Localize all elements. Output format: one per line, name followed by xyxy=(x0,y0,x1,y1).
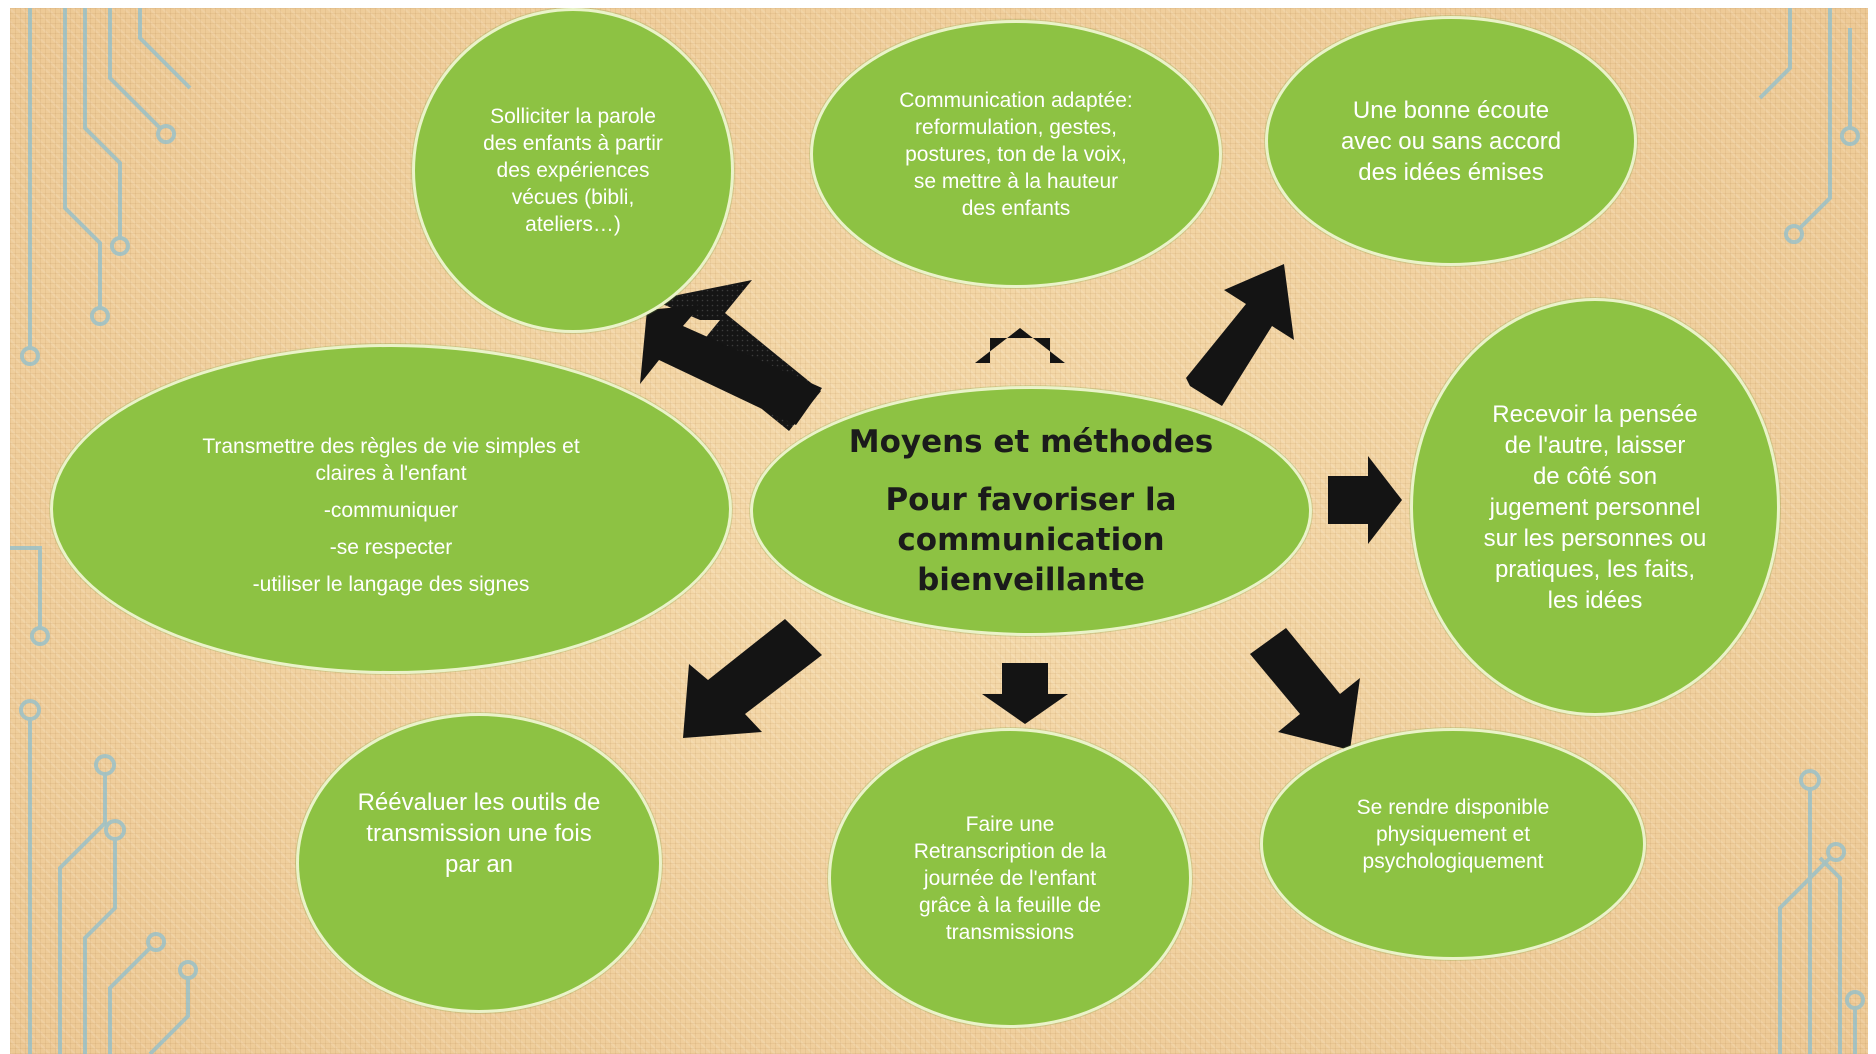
node-top-left-line: des enfants à partir xyxy=(483,132,663,155)
node-bottom-center-line: Faire une xyxy=(965,812,1055,836)
arrow-up-icon xyxy=(975,328,1065,363)
node-top-center-line: reformulation, gestes, xyxy=(915,115,1117,139)
central-subtitle-line: Pour favoriser la xyxy=(885,482,1177,518)
node-top-right-line: Une bonne écoute xyxy=(1352,96,1550,124)
node-top-center-line: postures, ton de la voix, xyxy=(905,142,1127,166)
node-bottom-right-line: Se rendre disponible xyxy=(1356,795,1550,819)
node-bottom-center: Faire une Retranscription de la journée … xyxy=(828,728,1192,1028)
node-top-center-line: des enfants xyxy=(961,196,1071,220)
arrow-down-left-icon xyxy=(683,619,822,738)
node-left: Transmettre des règles de vie simples et… xyxy=(50,344,732,674)
central-node: Moyens et méthodes Pour favoriser la com… xyxy=(750,386,1312,636)
arrow-right-icon xyxy=(1328,456,1402,544)
node-right: Recevoir la pensée de l'autre, laisser d… xyxy=(1410,298,1780,716)
node-top-center: Communication adaptée: reformulation, ge… xyxy=(810,20,1222,288)
node-left-line: Transmettre des règles de vie simples et xyxy=(202,435,580,458)
node-right-line: jugement personnel xyxy=(1489,493,1701,521)
node-bottom-center-line: grâce à la feuille de xyxy=(918,893,1102,917)
arrows-layer xyxy=(640,264,1402,750)
node-left-line: -se respecter xyxy=(329,536,453,559)
node-bottom-left: Réévaluer les outils de transmission une… xyxy=(296,713,662,1013)
node-right-line: sur les personnes ou xyxy=(1483,524,1707,552)
node-top-center-line: se mettre à la hauteur xyxy=(913,169,1119,193)
circuit-decoration xyxy=(10,8,1865,1054)
slide-canvas: Solliciter la parole des enfants à parti… xyxy=(10,8,1868,1054)
node-top-center-line: Communication adaptée: xyxy=(899,88,1133,112)
node-bottom-right-line: psychologiquement xyxy=(1362,849,1544,873)
node-top-right: Une bonne écoute avec ou sans accord des… xyxy=(1265,16,1637,266)
node-left-line: claires à l'enfant xyxy=(315,462,467,485)
node-right-line: les idées xyxy=(1547,586,1643,614)
node-top-left-line: vécues (bibli, xyxy=(511,186,635,209)
central-title: Moyens et méthodes xyxy=(848,424,1214,460)
node-top-left: Solliciter la parole des enfants à parti… xyxy=(412,8,734,333)
node-bottom-center-line: Retranscription de la xyxy=(913,839,1107,863)
node-left-line: -utiliser le langage des signes xyxy=(252,573,530,596)
arrow-down-icon xyxy=(982,663,1068,724)
central-subtitle-line: bienveillante xyxy=(917,562,1145,598)
node-bottom-left-line: par an xyxy=(444,850,514,878)
node-top-right-line: avec ou sans accord xyxy=(1340,127,1562,155)
node-left-line: -communiquer xyxy=(323,499,459,522)
central-subtitle-line: communication xyxy=(897,522,1165,558)
arrow-down-right-icon xyxy=(1250,628,1360,750)
arrow-up-left-icon xyxy=(640,305,822,425)
node-bottom-right-line: physiquement et xyxy=(1375,822,1531,846)
node-bottom-right: Se rendre disponible physiquement et psy… xyxy=(1260,728,1646,960)
node-top-left-line: ateliers…) xyxy=(525,213,621,236)
node-right-line: Recevoir la pensée xyxy=(1492,400,1698,428)
node-bottom-center-line: transmissions xyxy=(945,920,1075,944)
node-bottom-center-line: journée de l'enfant xyxy=(923,866,1097,890)
node-right-line: de côté son xyxy=(1532,462,1658,490)
arrow-up-right-icon xyxy=(1186,264,1294,406)
node-bottom-left-line: Réévaluer les outils de xyxy=(357,788,601,816)
node-top-left-line: des expériences xyxy=(496,159,650,182)
node-top-right-line: des idées émises xyxy=(1358,158,1544,186)
node-top-left-line: Solliciter la parole xyxy=(490,105,656,128)
node-right-line: de l'autre, laisser xyxy=(1504,431,1686,459)
node-right-line: pratiques, les faits, xyxy=(1494,555,1696,583)
node-bottom-left-line: transmission une fois xyxy=(366,819,592,847)
